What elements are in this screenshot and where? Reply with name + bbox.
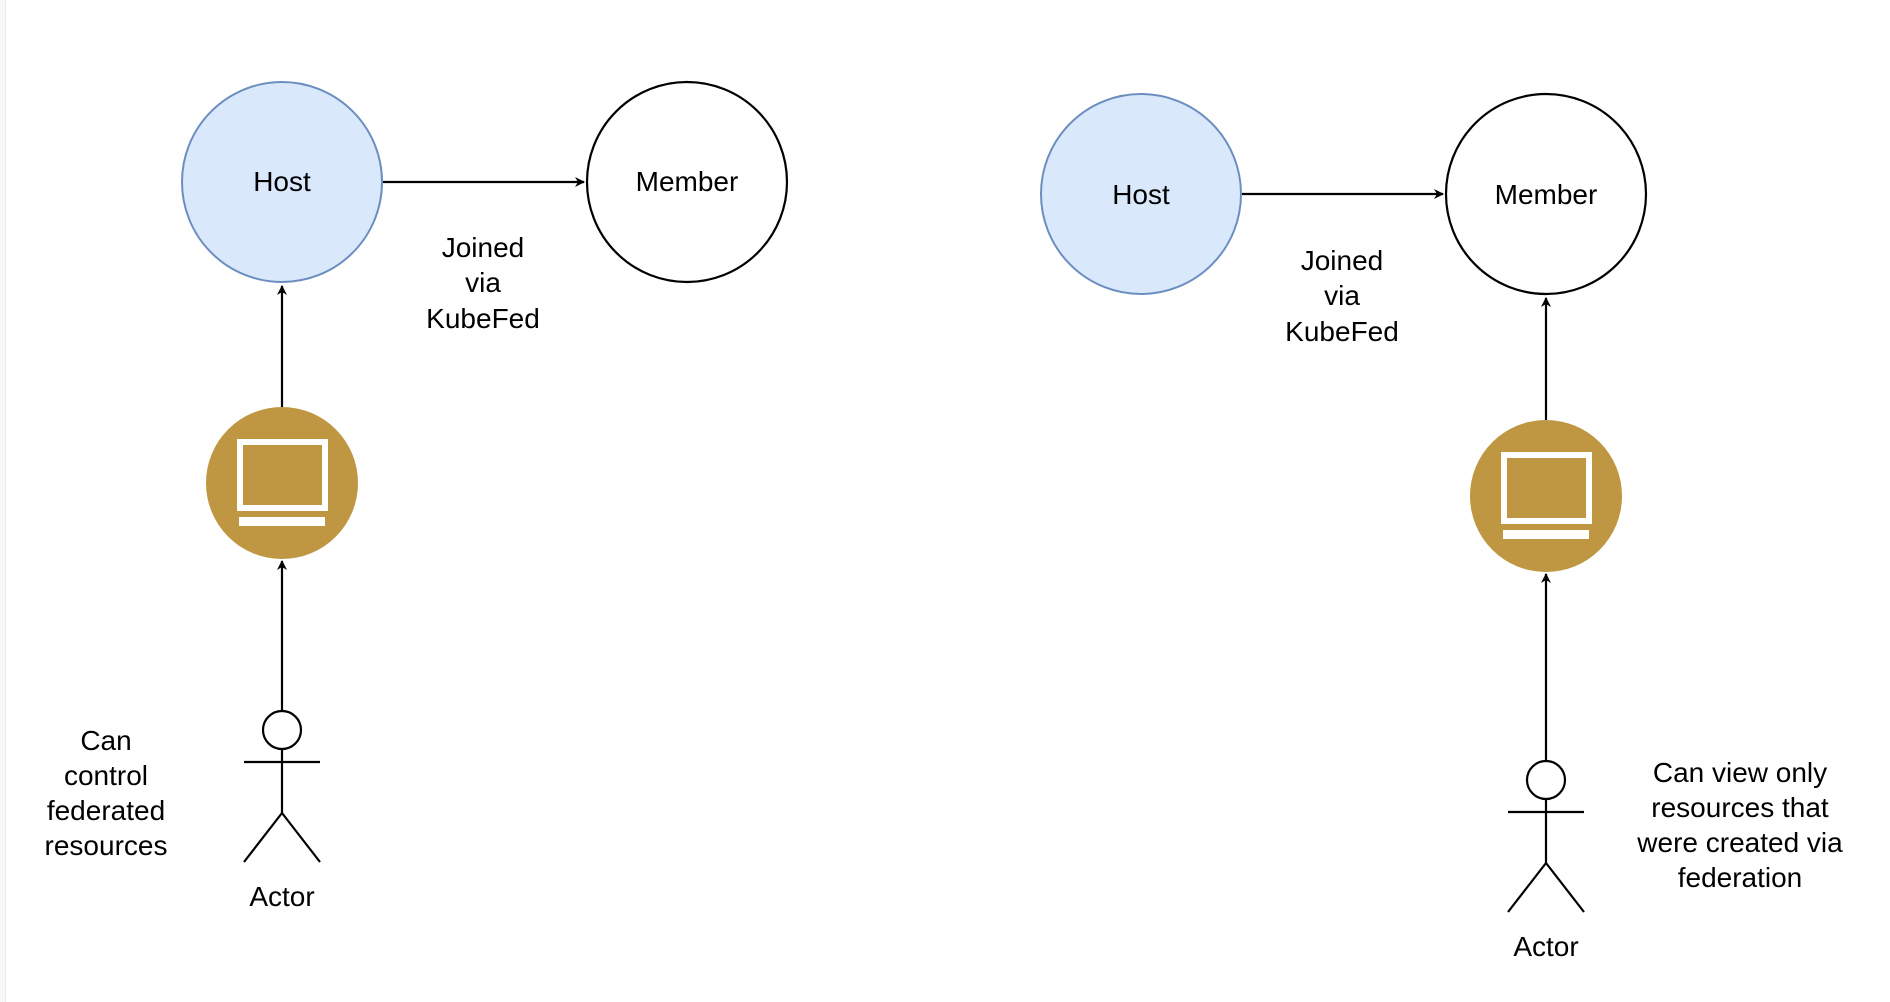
member-circle [585, 80, 789, 284]
note-line-3: were created via [1636, 827, 1843, 858]
computer-node[interactable] [1470, 420, 1622, 572]
note-line-1: Can view only [1653, 757, 1827, 788]
join-label-line-3: KubeFed [426, 303, 540, 334]
actor-label: Actor [1513, 931, 1578, 962]
join-label-line-2: via [1324, 280, 1360, 311]
actor-node[interactable]: Actor [1507, 759, 1585, 962]
note-line-1: Can [80, 725, 131, 756]
diagram-left: Host Member Joined via KubeFed [45, 80, 789, 912]
monitor-icon [237, 439, 328, 526]
person-icon [1507, 759, 1585, 913]
canvas-left-border [0, 0, 6, 1002]
note-line-4: federation [1678, 862, 1803, 893]
actor-node[interactable]: Actor [243, 709, 321, 912]
join-label-line-1: Joined [442, 232, 525, 263]
host-node[interactable]: Host [1040, 93, 1242, 295]
computer-circle [206, 407, 358, 559]
member-node[interactable]: Member [585, 80, 789, 284]
join-label: Joined via KubeFed [1285, 245, 1399, 347]
note-line-2: control [64, 760, 148, 791]
host-label: Host [253, 166, 311, 197]
member-node[interactable]: Member [1444, 92, 1648, 296]
host-circle [1040, 93, 1242, 295]
actor-note: Can control federated resources [45, 725, 168, 861]
person-icon [243, 709, 321, 863]
join-label-line-1: Joined [1301, 245, 1384, 276]
actor-note: Can view only resources that were create… [1636, 757, 1843, 893]
monitor-icon [1501, 452, 1592, 539]
computer-circle [1470, 420, 1622, 572]
join-label: Joined via KubeFed [426, 232, 540, 334]
join-label-line-3: KubeFed [1285, 316, 1399, 347]
note-line-2: resources that [1651, 792, 1829, 823]
host-node[interactable]: Host [181, 81, 383, 283]
join-label-line-2: via [465, 267, 501, 298]
note-line-4: resources [45, 830, 168, 861]
diagram-right: Host Member Joined via KubeFed [1040, 92, 1843, 962]
member-label: Member [636, 166, 739, 197]
note-line-3: federated [47, 795, 165, 826]
actor-label: Actor [249, 881, 314, 912]
member-label: Member [1495, 179, 1598, 210]
member-circle [1444, 92, 1648, 296]
host-circle [181, 81, 383, 283]
computer-node[interactable] [206, 407, 358, 559]
host-label: Host [1112, 179, 1170, 210]
